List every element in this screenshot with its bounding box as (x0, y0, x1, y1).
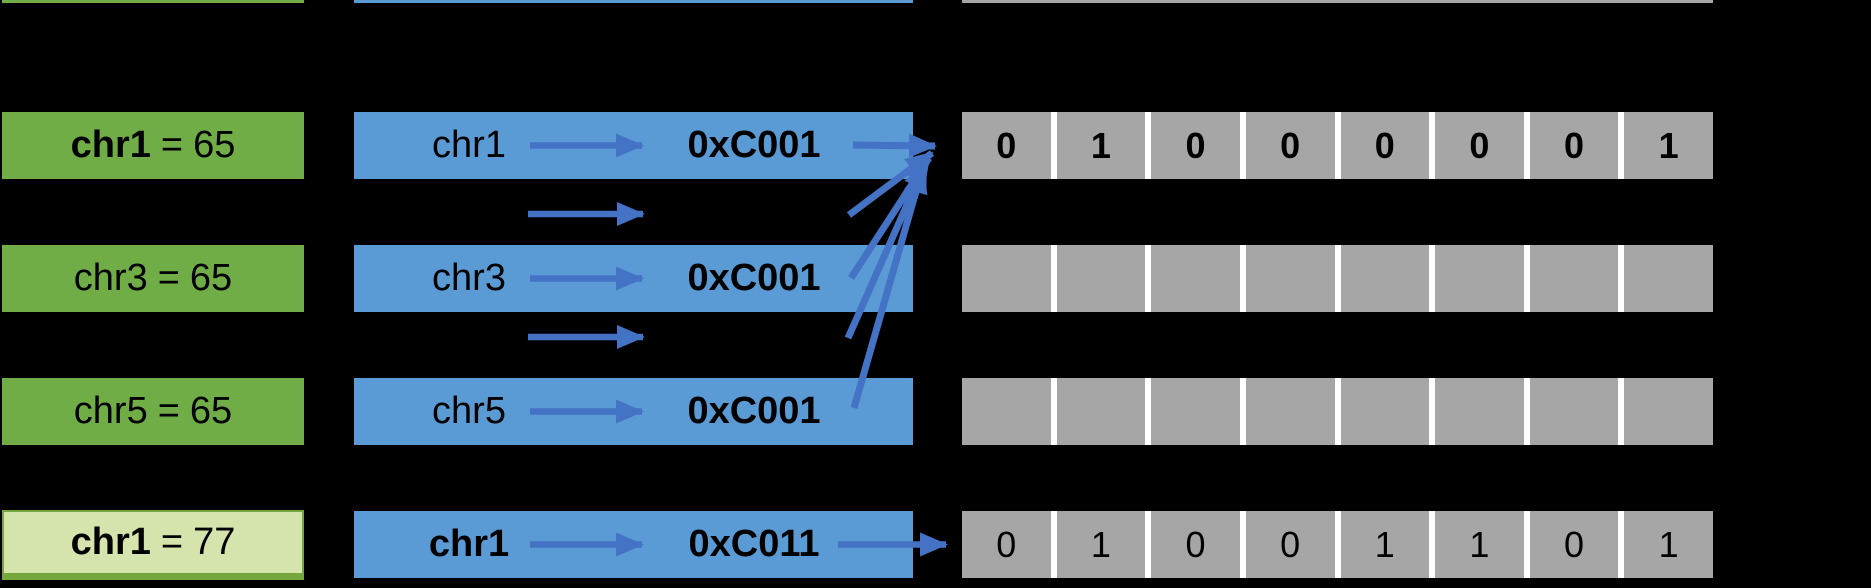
variable-box-chr1: chr1 = 65 (2, 112, 304, 179)
bit-cell (1245, 378, 1335, 445)
variable-box-chr5: chr5 = 65 (2, 378, 304, 445)
pointer-address: 0xC001 (687, 257, 821, 299)
bit-cell: 0 (1435, 112, 1524, 179)
pointer-address: 0xC001 (687, 124, 821, 166)
pointer-address: 0xC001 (687, 390, 821, 432)
bit-cell: 0 (1151, 511, 1240, 578)
bit-cell (1435, 378, 1524, 445)
cutoff-memory-row-sliver (962, 0, 1713, 3)
bit-cell: 0 (1529, 112, 1619, 179)
bit-cell (1245, 245, 1335, 312)
equals-sign: = (160, 521, 184, 563)
memory-row-0xC001: 0 1 0 0 0 0 0 1 (962, 112, 1713, 179)
equals-sign: = (157, 390, 180, 432)
bit-cell (1340, 378, 1430, 445)
bit-cell (1529, 378, 1619, 445)
pointer-label: chr1 (432, 124, 506, 166)
memory-row-empty (962, 378, 1713, 445)
variable-name: chr3 (73, 257, 148, 299)
memory-row-0xC011: 0 1 0 0 1 1 0 1 (962, 511, 1713, 578)
bit-cell (1529, 245, 1619, 312)
bit-cell (1624, 245, 1713, 312)
variable-value: 65 (189, 257, 233, 299)
pointer-label: chr1 (428, 523, 510, 565)
pointer-box-chr1-new: chr1 0xC011 (354, 511, 913, 578)
bit-cell: 0 (1151, 112, 1240, 179)
variable-name: chr1 (70, 124, 151, 166)
bit-cell (962, 245, 1051, 312)
pointer-box-chr1: chr1 0xC001 (354, 112, 913, 179)
pointer-label: chr3 (432, 257, 506, 299)
bit-cell: 0 (1245, 511, 1335, 578)
cutoff-pointer-box-sliver (354, 0, 913, 3)
variable-box-chr1-new: chr1 = 77 (2, 510, 304, 580)
memory-row-empty (962, 245, 1713, 312)
variable-name: chr5 (73, 390, 148, 432)
variable-name: chr1 (70, 521, 151, 563)
bit-cell (962, 378, 1051, 445)
bit-cell: 1 (1624, 112, 1713, 179)
bit-cell: 1 (1624, 511, 1713, 578)
bit-cell (1151, 378, 1240, 445)
bit-cell: 0 (1340, 112, 1430, 179)
bit-cell: 1 (1340, 511, 1430, 578)
pointer-address: 0xC011 (688, 523, 820, 565)
bit-cell (1435, 245, 1524, 312)
pointer-box-chr3: chr3 0xC001 (354, 245, 913, 312)
bit-cell: 0 (1245, 112, 1335, 179)
bit-cell (1151, 245, 1240, 312)
bit-cell: 0 (962, 112, 1051, 179)
variable-value: 65 (189, 390, 233, 432)
bit-cell: 1 (1056, 511, 1146, 578)
bit-cell (1056, 378, 1146, 445)
bit-cell (1056, 245, 1146, 312)
pointer-label: chr5 (432, 390, 506, 432)
pointer-box-chr5: chr5 0xC001 (354, 378, 913, 445)
bit-cell: 1 (1435, 511, 1524, 578)
bit-cell (1624, 378, 1713, 445)
equals-sign: = (157, 257, 180, 299)
cutoff-variable-box-sliver (2, 0, 304, 3)
bit-cell: 0 (962, 511, 1051, 578)
bit-cell: 1 (1056, 112, 1146, 179)
variable-value: 65 (193, 124, 236, 166)
variable-box-chr3: chr3 = 65 (2, 245, 304, 312)
bit-cell (1340, 245, 1430, 312)
equals-sign: = (160, 124, 184, 166)
bit-cell: 0 (1529, 511, 1619, 578)
variable-value: 77 (193, 521, 236, 563)
